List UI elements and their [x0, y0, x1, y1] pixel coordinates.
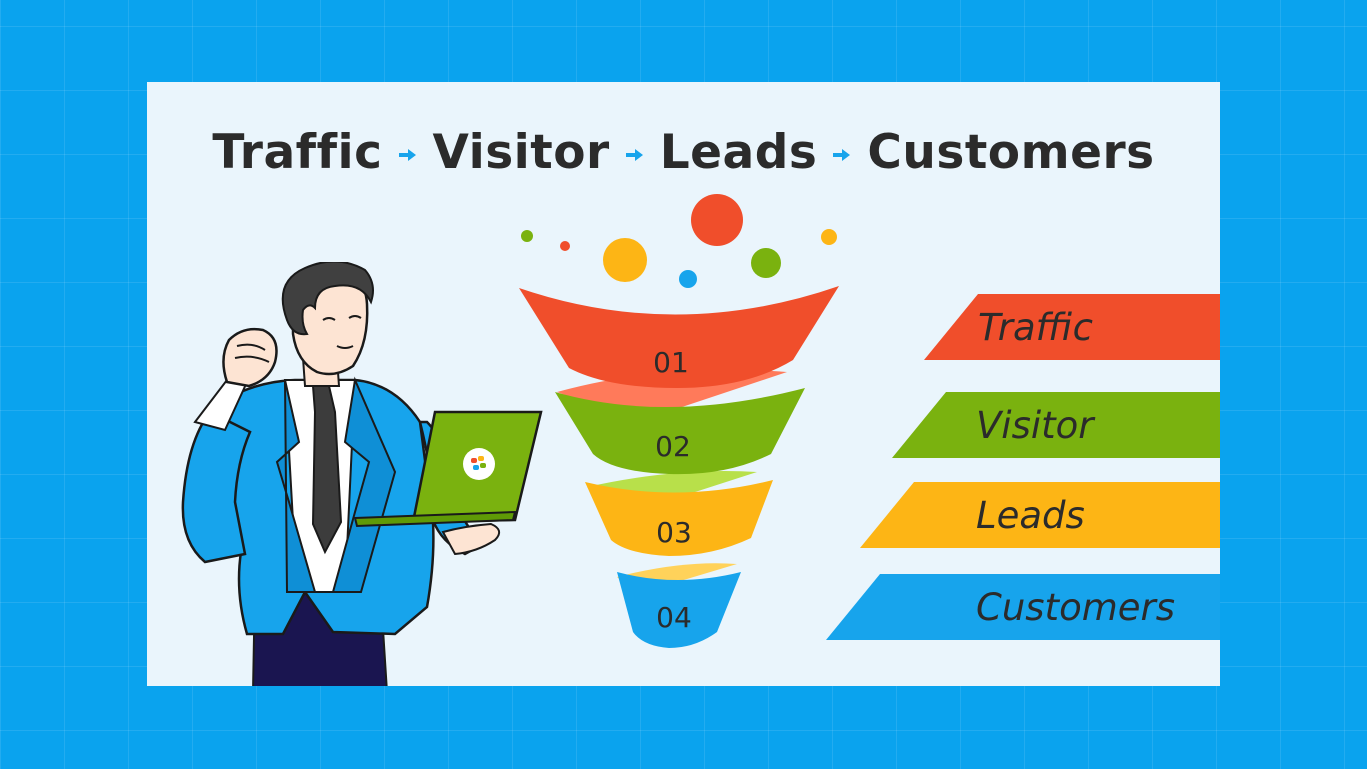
legend-band-customers: Customers [826, 574, 1220, 640]
legend-label: Traffic [978, 305, 1093, 349]
laptop-logo-icon [463, 448, 495, 480]
funnel-stage-number: 01 [653, 346, 689, 379]
funnel-diagram: 01 02 03 04 [519, 194, 839, 648]
legend-band-visitor: Visitor [892, 392, 1220, 458]
headline-word-traffic: Traffic [212, 124, 383, 180]
legend-label: Visitor [976, 403, 1094, 447]
businessman-illustration [181, 262, 543, 686]
funnel-stage-number: 02 [655, 430, 691, 463]
arrow-right-icon [625, 149, 643, 161]
headline-word-customers: Customers [867, 124, 1155, 180]
funnel-dots-icon [521, 194, 837, 288]
legend-band-traffic: Traffic [924, 294, 1220, 360]
infographic-card: Traffic Visitor Leads Customers [147, 82, 1220, 686]
legend-label: Customers [976, 585, 1176, 629]
headline: Traffic Visitor Leads Customers [147, 120, 1220, 184]
headline-word-visitor: Visitor [432, 124, 610, 180]
legend-label: Leads [976, 493, 1085, 537]
arrow-right-icon [398, 149, 416, 161]
arrow-right-icon [833, 149, 851, 161]
funnel-stage-number: 04 [656, 601, 692, 634]
legend-band-leads: Leads [860, 482, 1220, 548]
funnel-stage-number: 03 [656, 516, 692, 549]
headline-word-leads: Leads [659, 124, 818, 180]
